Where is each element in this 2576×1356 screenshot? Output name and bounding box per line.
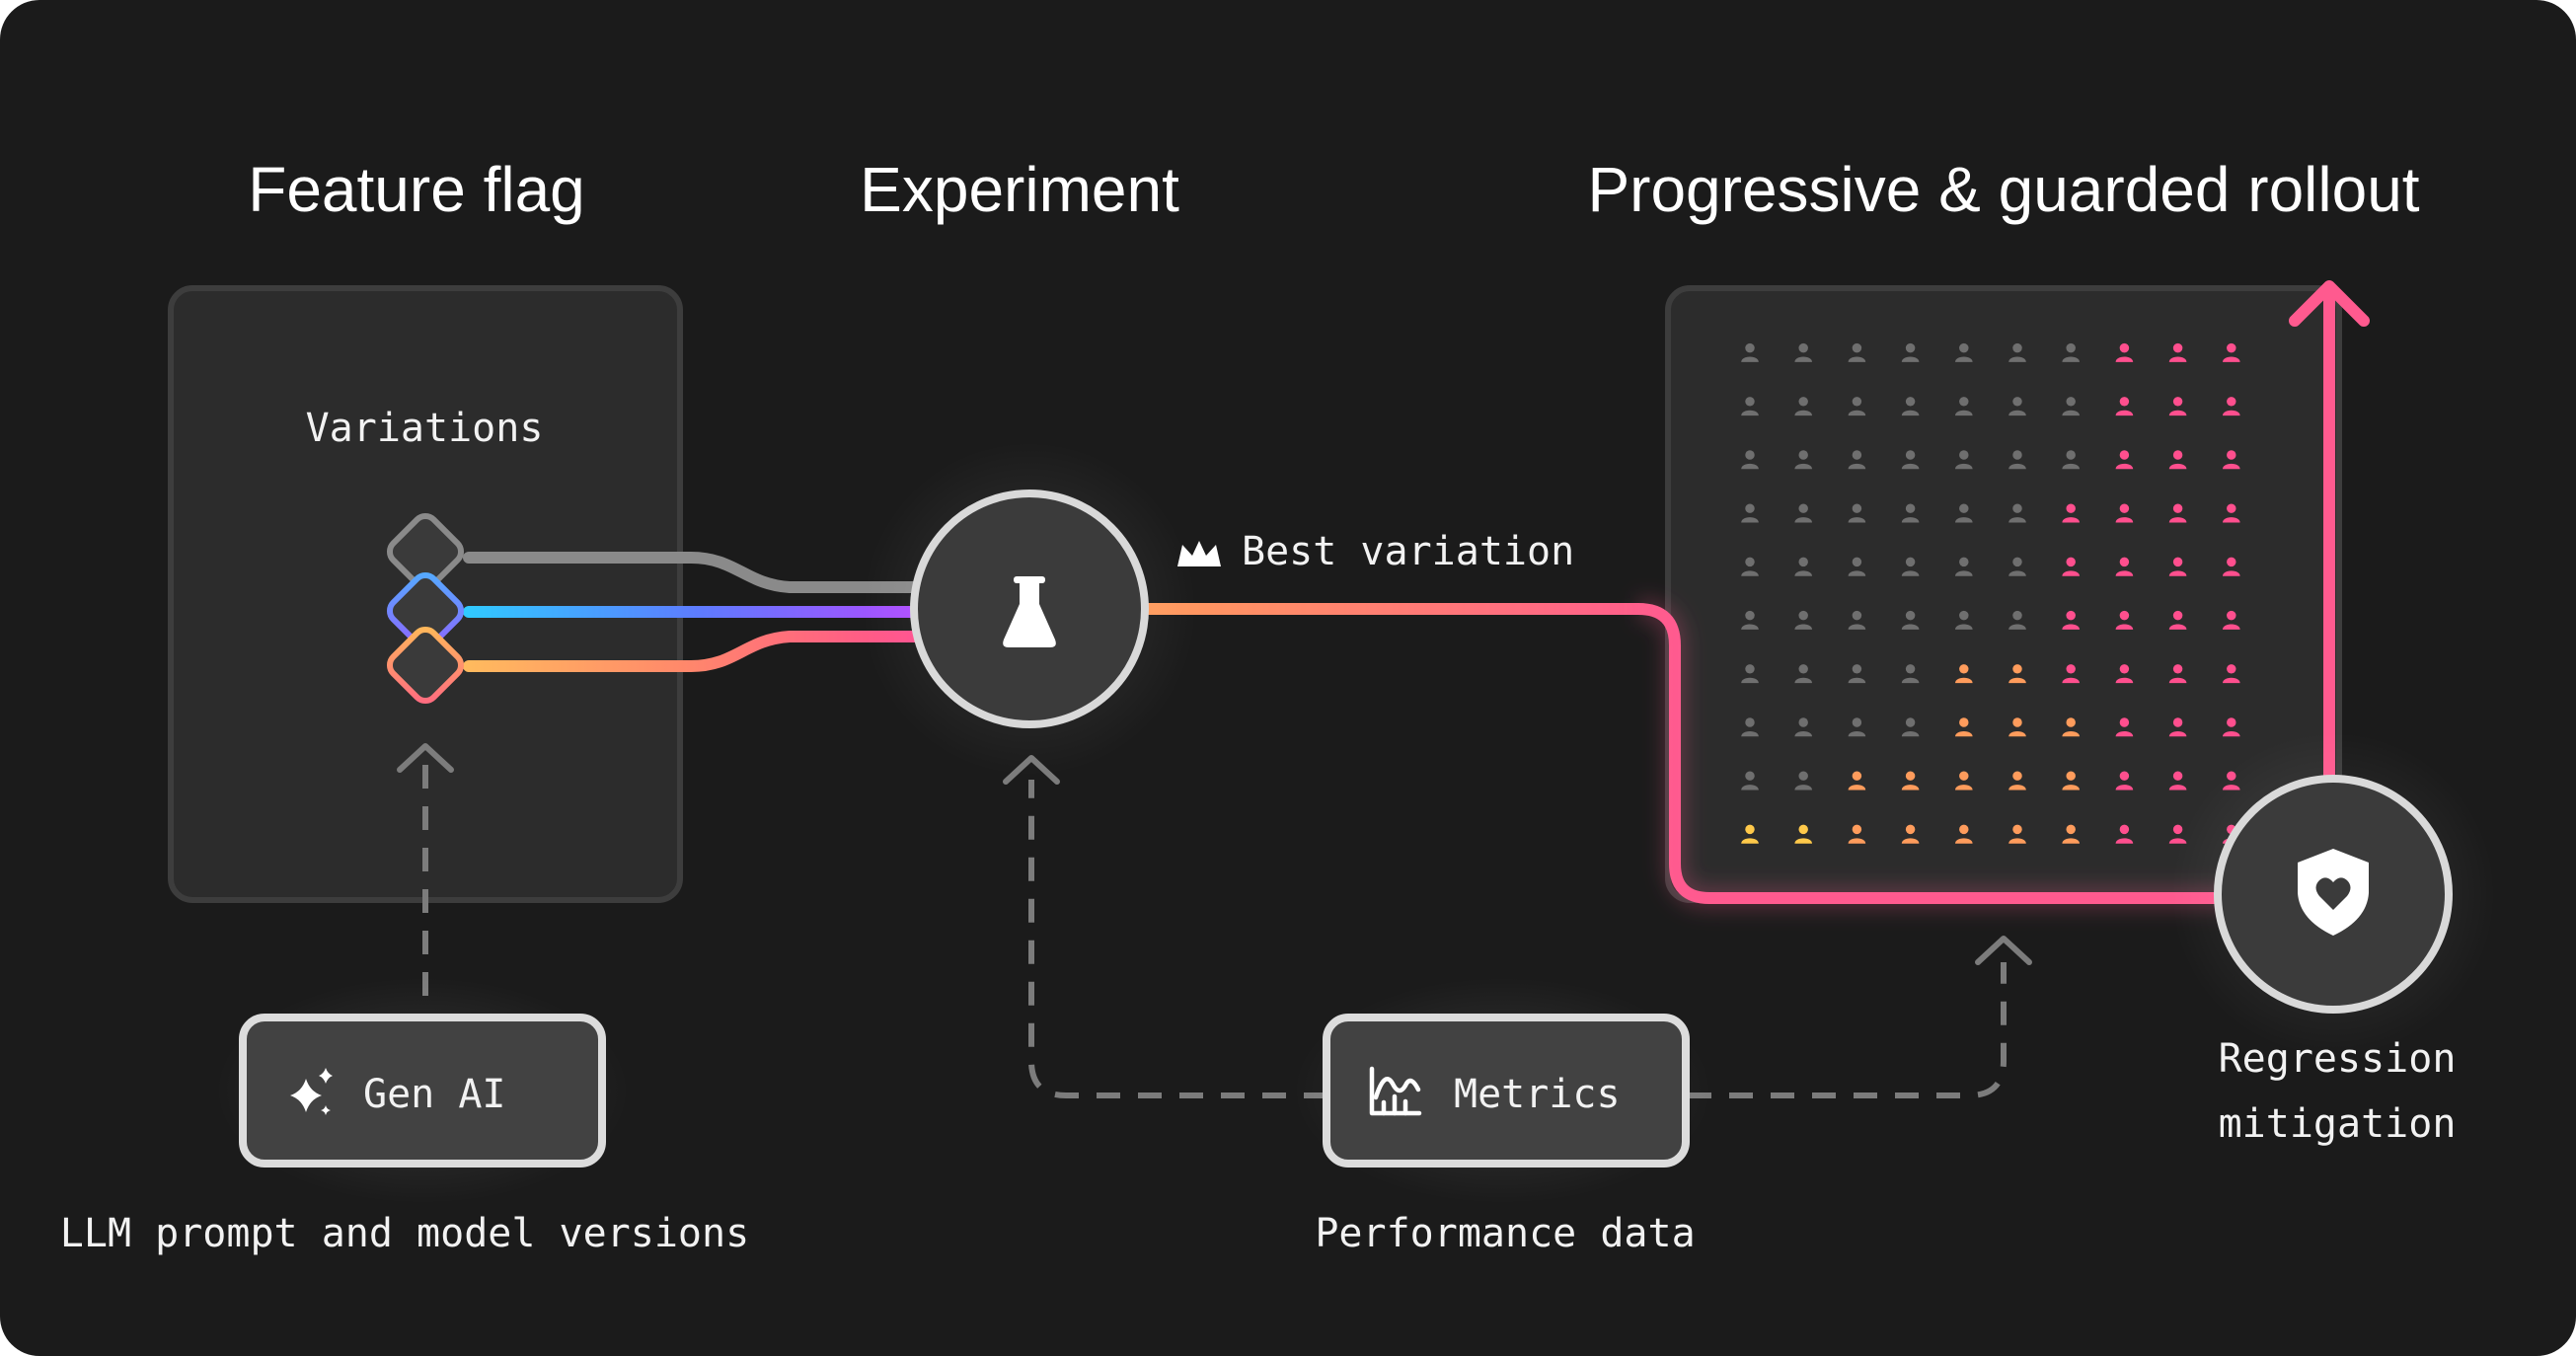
rollout-arrow-head <box>2289 280 2370 327</box>
chart-icon <box>1369 1066 1422 1116</box>
variation-line-orange <box>463 631 924 672</box>
shield-heart-icon <box>2298 849 2369 936</box>
metrics-to-rollout-connector <box>1688 962 2007 1098</box>
regression-caption-line2: mitigation <box>2219 1101 2457 1147</box>
metrics-to-experiment-connector <box>1028 780 1327 1098</box>
heading-experiment: Experiment <box>860 154 1179 225</box>
heading-rollout: Progressive & guarded rollout <box>1587 154 2419 225</box>
variation-diamond-orange <box>386 626 465 705</box>
variation-line-gray <box>463 552 924 593</box>
heading-feature-flag: Feature flag <box>248 154 585 225</box>
best-variation-label: Best variation <box>1242 529 1574 574</box>
regression-caption-line1: Regression <box>2219 1036 2457 1082</box>
gen-ai-label: Gen AI <box>363 1072 506 1117</box>
metrics-box[interactable] <box>1323 1014 1690 1168</box>
genai-arrow-head <box>397 743 454 773</box>
metrics-caption: Performance data <box>1315 1211 1695 1256</box>
gen-ai-box[interactable] <box>239 1014 606 1168</box>
rollout-arrow-head-small <box>1975 936 2032 965</box>
variation-diamond-gray <box>386 512 465 591</box>
variation-diamond-blue <box>386 571 465 650</box>
flask-icon <box>1003 576 1056 647</box>
variations-label: Variations <box>306 406 544 451</box>
metrics-label: Metrics <box>1454 1072 1621 1117</box>
sparkles-icon <box>290 1068 333 1115</box>
gen-ai-caption: LLM prompt and model versions <box>60 1211 749 1256</box>
